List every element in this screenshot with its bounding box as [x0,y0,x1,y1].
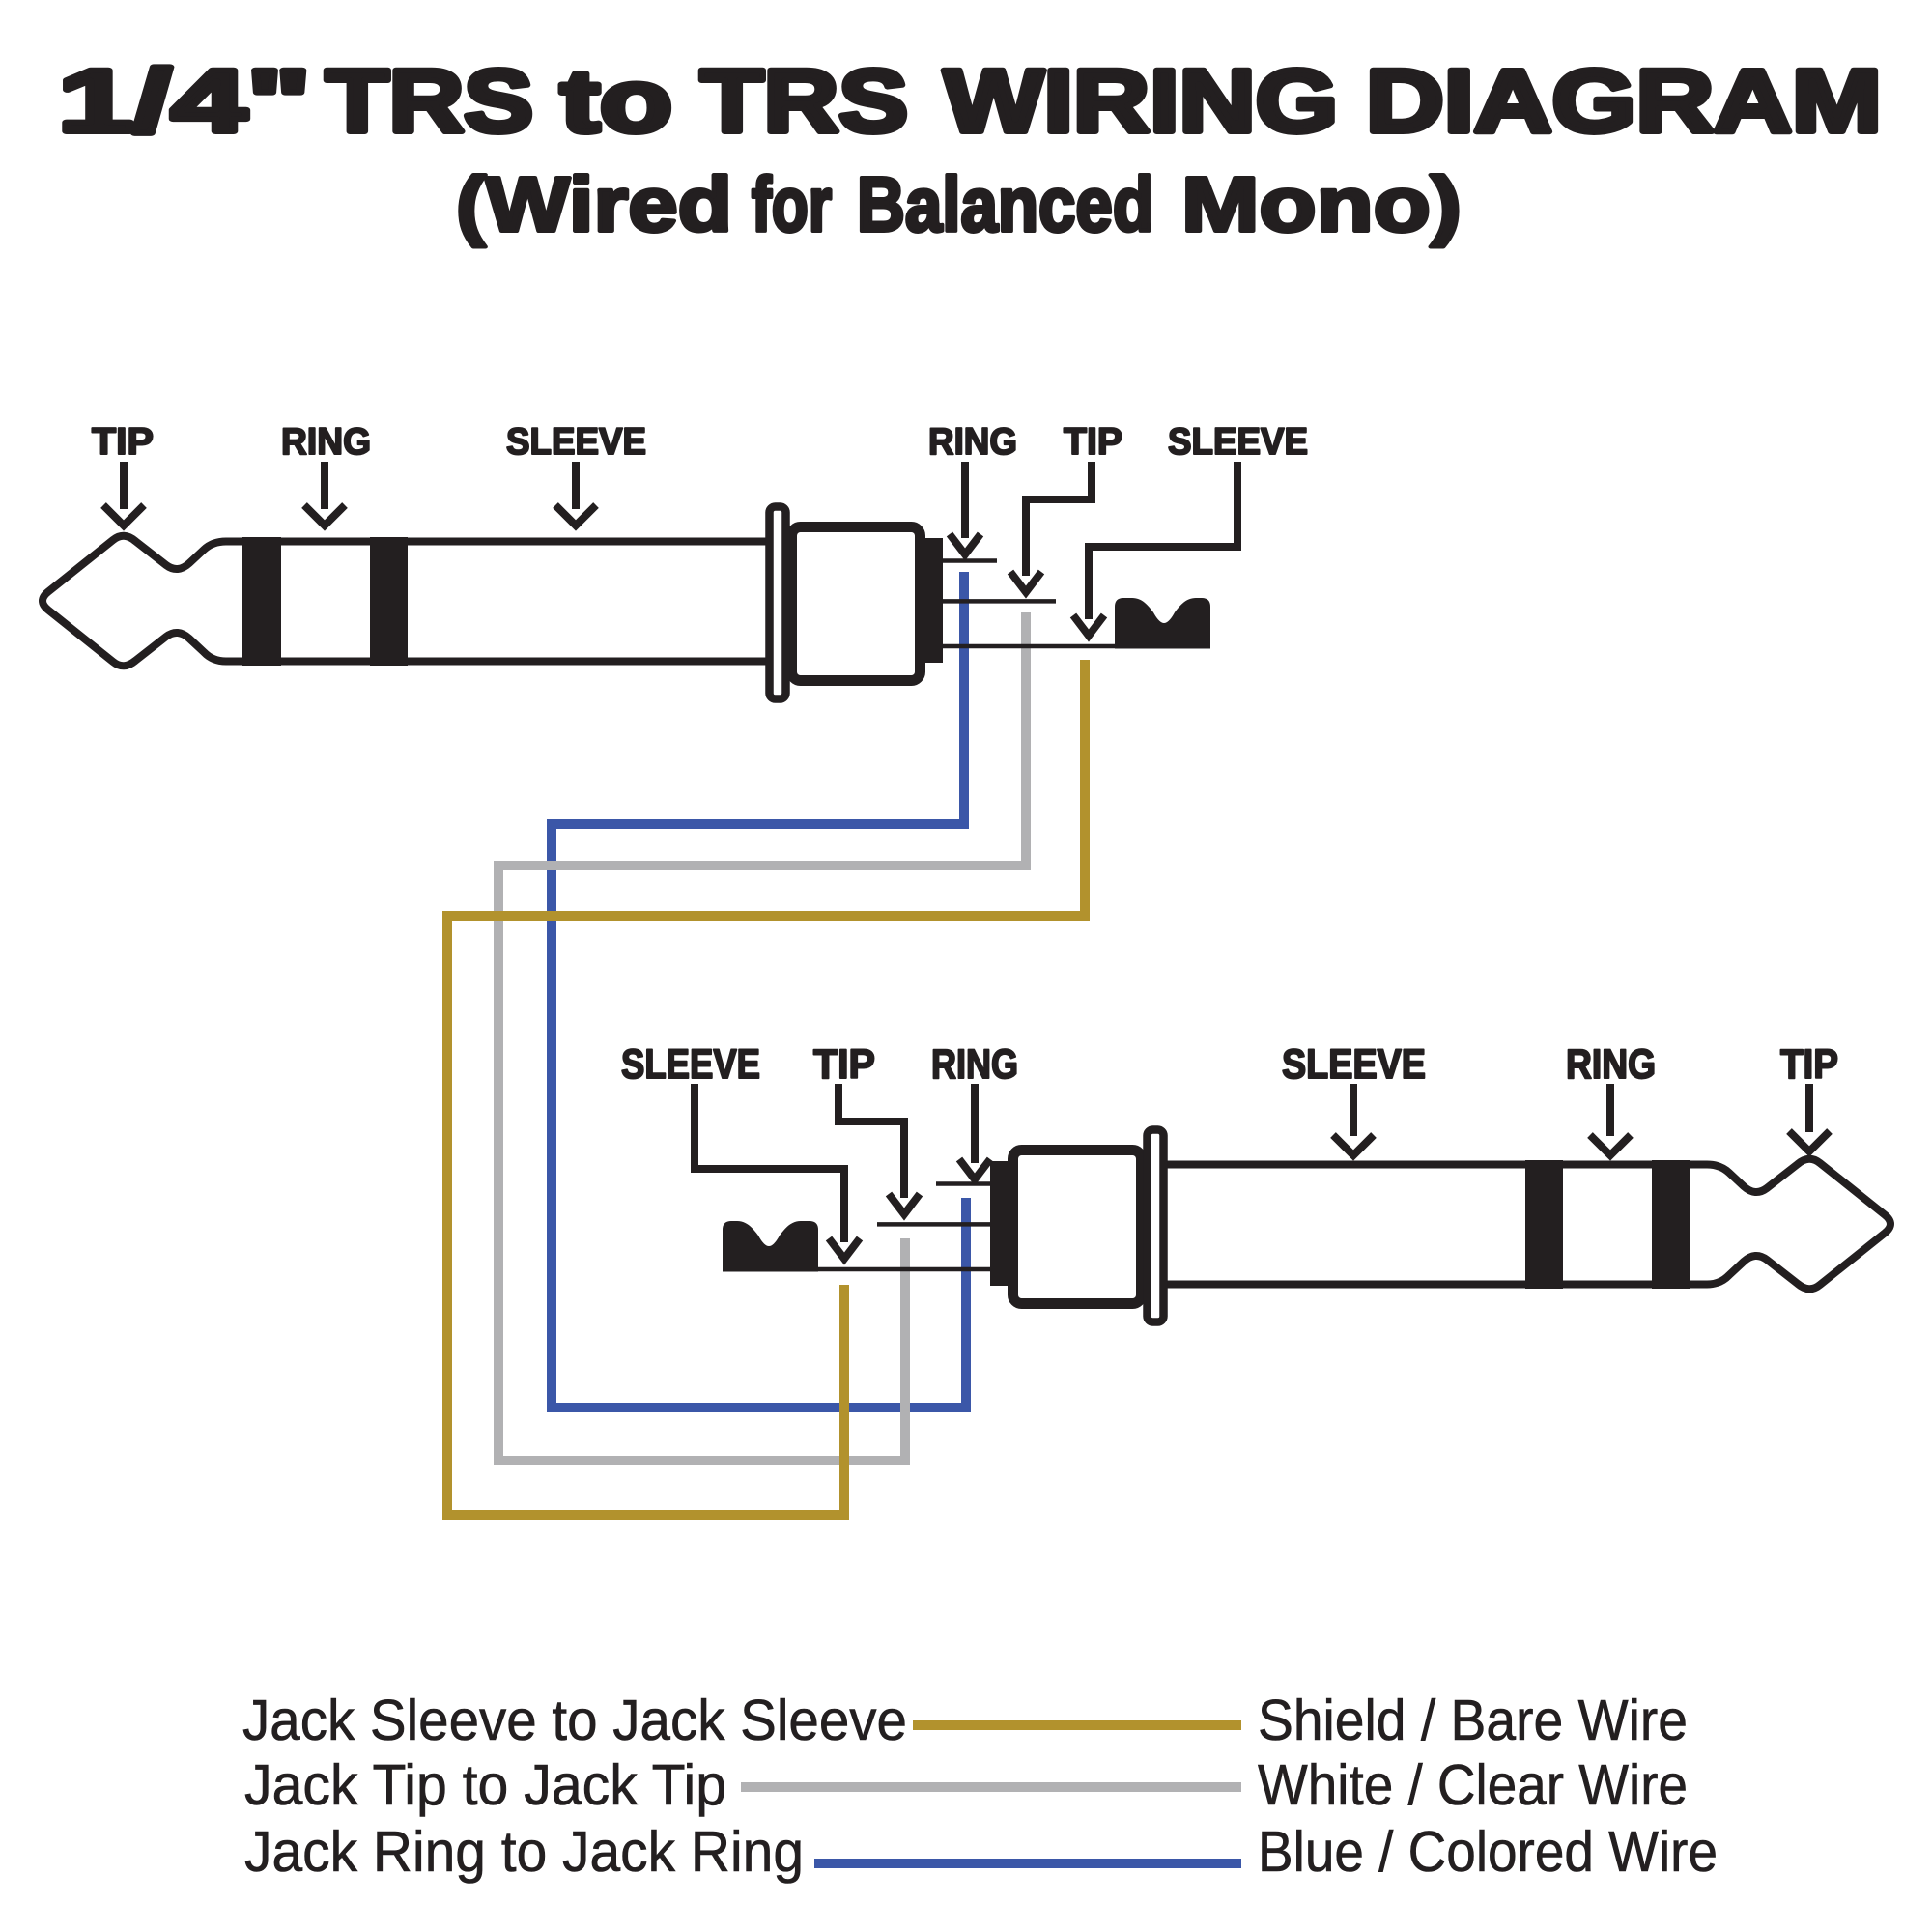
svg-text:Balanced: Balanced [857,161,1153,247]
svg-text:Mono): Mono) [1181,161,1462,247]
svg-text:DIAGRAM: DIAGRAM [1366,52,1882,151]
svg-text:Blue / Colored Wire: Blue / Colored Wire [1258,1820,1718,1884]
svg-text:TIP: TIP [813,1041,875,1088]
svg-text:SLEEVE: SLEEVE [621,1041,760,1088]
svg-text:TIP: TIP [92,421,154,463]
svg-text:SLEEVE: SLEEVE [1282,1041,1426,1088]
svg-text:1/4": 1/4" [58,52,311,151]
svg-text:for: for [752,161,832,247]
svg-text:Jack Tip to Jack Tip: Jack Tip to Jack Tip [244,1753,726,1817]
svg-text:to: to [560,52,672,151]
svg-text:(Wired: (Wired [456,161,732,247]
svg-text:Jack Sleeve to Jack Sleeve: Jack Sleeve to Jack Sleeve [242,1689,907,1752]
svg-text:Jack Ring to Jack Ring: Jack Ring to Jack Ring [244,1820,804,1884]
svg-text:TRS: TRS [700,52,908,151]
svg-text:WIRING: WIRING [944,52,1338,151]
svg-text:White / Clear Wire: White / Clear Wire [1258,1753,1688,1817]
svg-text:RING: RING [1566,1041,1656,1088]
svg-text:SLEEVE: SLEEVE [506,421,646,463]
svg-text:SLEEVE: SLEEVE [1168,421,1308,463]
svg-text:TRS: TRS [326,52,533,151]
svg-text:TIP: TIP [1780,1041,1838,1088]
svg-text:RING: RING [928,421,1017,463]
svg-text:TIP: TIP [1064,421,1122,463]
svg-text:RING: RING [931,1041,1018,1088]
svg-text:Shield / Bare Wire: Shield / Bare Wire [1258,1689,1688,1752]
svg-text:RING: RING [281,421,371,463]
